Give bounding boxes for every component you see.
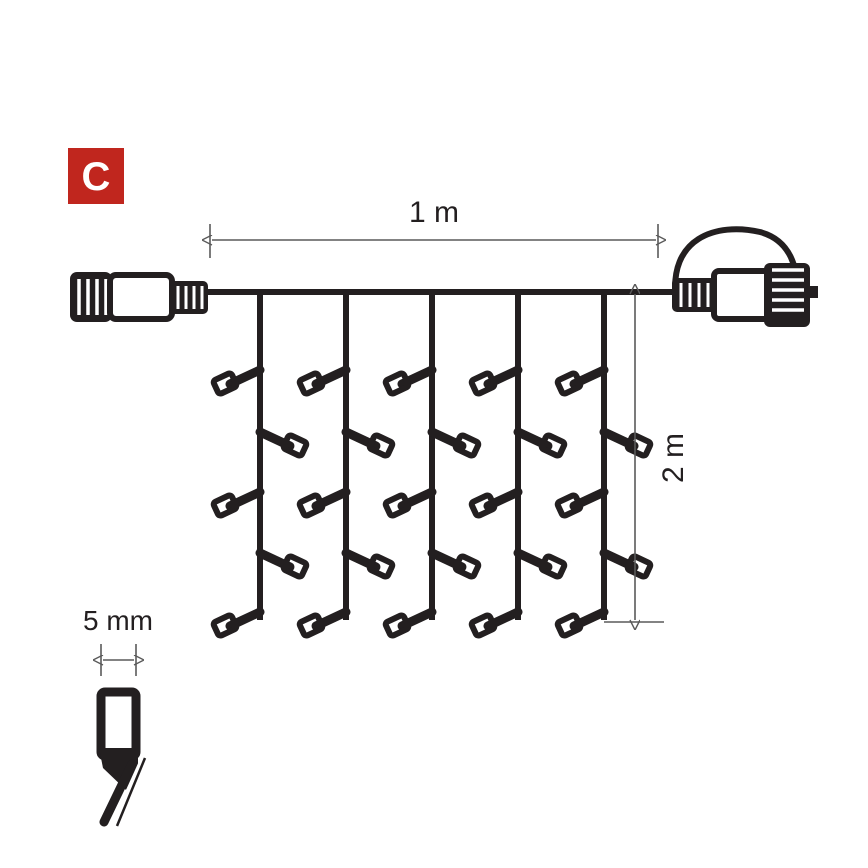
led-drop-string <box>471 292 565 637</box>
left-connector <box>70 272 208 322</box>
right-connector <box>672 226 818 327</box>
right-connector-neck <box>672 278 716 312</box>
led-bulb <box>557 492 604 517</box>
led-drop-string <box>299 292 393 637</box>
width-dimension-label: 1 m <box>409 196 459 229</box>
led-bulb <box>260 432 307 457</box>
bulb-detail: 5 mm <box>83 605 153 827</box>
led-drop-string <box>213 292 307 637</box>
led-bulb <box>557 612 604 637</box>
height-dimension: 2 m <box>604 294 690 622</box>
variant-badge-square <box>68 148 124 204</box>
led-bulb <box>260 553 307 578</box>
variant-badge: C <box>68 148 124 204</box>
led-drop-string <box>557 292 651 637</box>
led-bulb <box>213 370 260 395</box>
led-bulb <box>299 492 346 517</box>
led-bulb <box>346 432 393 457</box>
led-bulb <box>471 612 518 637</box>
led-bulb <box>471 370 518 395</box>
led-bulb <box>471 492 518 517</box>
bulb-detail-lead-highlight <box>110 761 142 825</box>
led-bulb <box>518 432 565 457</box>
bulb-detail-lead <box>99 759 137 827</box>
bulb-detail-lead-edge <box>115 757 147 827</box>
left-connector-body <box>107 272 175 322</box>
height-dimension-label: 2 m <box>657 433 690 483</box>
right-connector-body <box>711 268 775 322</box>
right-connector-head <box>764 263 810 327</box>
width-dimension: 1 m <box>210 196 658 258</box>
led-bulb <box>385 492 432 517</box>
led-bulb <box>518 553 565 578</box>
led-bulb <box>299 370 346 395</box>
led-bulb <box>346 553 393 578</box>
variant-badge-letter: C <box>82 155 111 199</box>
led-bulb <box>299 612 346 637</box>
led-bulb <box>557 370 604 395</box>
led-bulb <box>432 432 479 457</box>
led-bulb <box>385 612 432 637</box>
right-connector-pin <box>808 286 818 298</box>
led-bulb <box>213 492 260 517</box>
bulb-detail-lens <box>96 687 141 761</box>
led-drop-strings <box>213 292 651 637</box>
led-bulb <box>385 370 432 395</box>
led-drop-string <box>385 292 479 637</box>
led-bulb <box>213 612 260 637</box>
led-bulb <box>432 553 479 578</box>
led-bulb <box>604 553 651 578</box>
led-bulb <box>604 432 651 457</box>
bulb-dimension-label: 5 mm <box>83 605 153 636</box>
